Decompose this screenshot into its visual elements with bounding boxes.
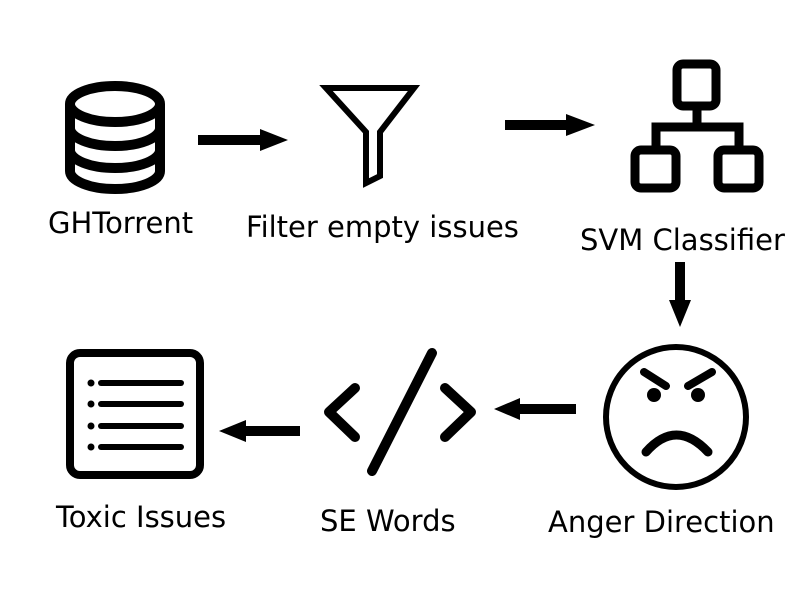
node-label-ghtorrent: GHTorrent <box>48 206 194 240</box>
code-icon <box>324 348 476 476</box>
node-label-anger: Anger Direction <box>548 505 775 539</box>
node-label-svm: SVM Classifier <box>580 223 785 257</box>
node-label-filter: Filter empty issues <box>246 210 519 244</box>
angry-face-icon <box>603 344 749 490</box>
database-icon <box>65 81 165 194</box>
edge-anger-to-seword <box>494 398 576 420</box>
node-label-toxic: Toxic Issues <box>56 500 227 534</box>
funnel-icon <box>319 85 421 188</box>
edge-ghtorrent-to-filter <box>198 129 288 151</box>
hierarchy-icon <box>630 59 764 193</box>
edge-filter-to-svm <box>505 114 595 136</box>
edge-seword-to-toxic <box>219 420 300 442</box>
list-document-icon <box>66 349 204 479</box>
node-label-seword: SE Words <box>320 504 456 538</box>
edge-svm-to-anger <box>669 262 691 327</box>
